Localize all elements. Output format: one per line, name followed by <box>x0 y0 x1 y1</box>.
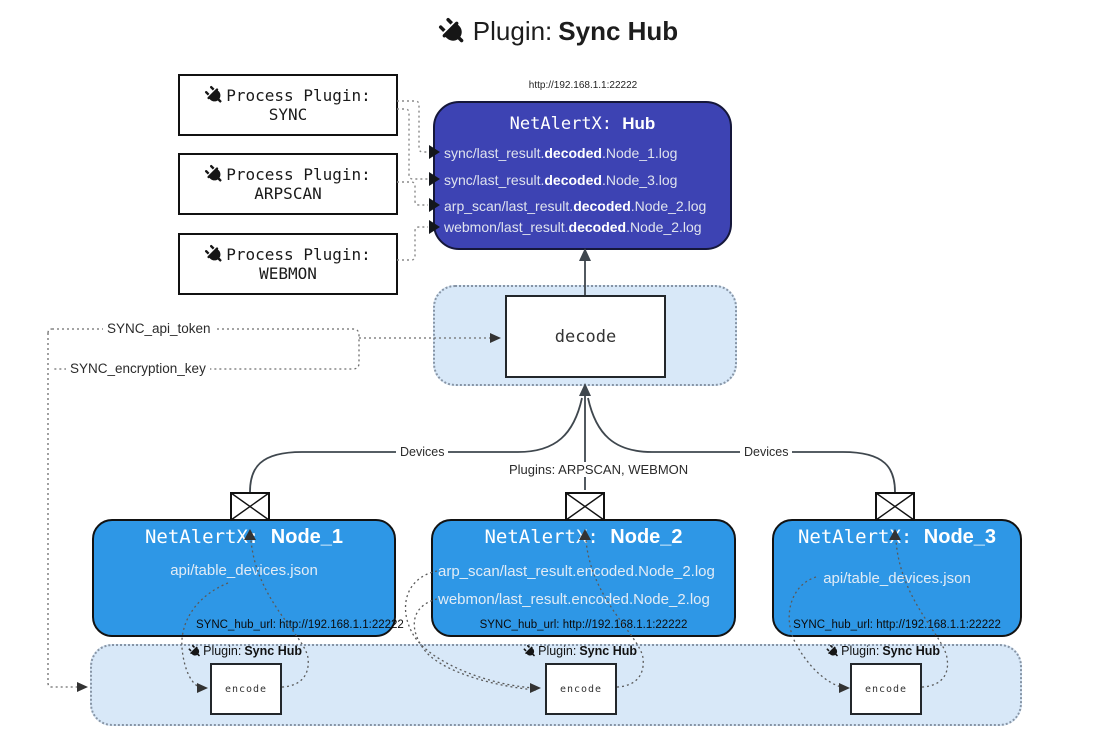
encode-plugin-label: Plugin: Sync Hub <box>525 644 637 658</box>
encode-box-1: encode <box>210 663 282 715</box>
encode-box-3: encode <box>850 663 922 715</box>
node-2-footer: SYNC_hub_url: http://192.168.1.1:22222 <box>479 619 688 631</box>
page-title-label: Plugin: <box>472 16 553 46</box>
envelope-icon <box>230 492 270 521</box>
node-1-footer: SYNC_hub_url: http://192.168.1.1:22222 <box>196 619 404 631</box>
process-plugin-webmon: Process Plugin: WEBMON <box>178 233 398 295</box>
hub-box <box>433 101 732 250</box>
process-plugin-name: WEBMON <box>259 264 317 283</box>
plug-icon <box>433 12 473 52</box>
process-plugin-label: Process Plugin: <box>226 165 371 184</box>
node-3-footer: SYNC_hub_url: http://192.168.1.1:22222 <box>793 619 1001 631</box>
node-2-title: NetAlertX: Node_2 <box>484 526 683 548</box>
encode-plugin-label: Plugin: Sync Hub <box>828 644 940 658</box>
hub-log-line: sync/last_result.decoded.Node_1.log <box>444 145 678 161</box>
plugins-edge-label: Plugins: ARPSCAN, WEBMON <box>505 462 693 477</box>
plug-icon <box>825 643 841 659</box>
process-plugin-name: ARPSCAN <box>254 184 322 203</box>
hub-title: NetAlertX: Hub <box>433 114 732 134</box>
node-2-line: webmon/last_result.encoded.Node_2.log <box>438 591 710 608</box>
hub-log-line: sync/last_result.decoded.Node_3.log <box>444 172 678 188</box>
decode-box: decode <box>505 295 666 378</box>
hub-log-line: arp_scan/last_result.decoded.Node_2.log <box>444 198 707 214</box>
node-3-line: api/table_devices.json <box>823 570 971 587</box>
devices-edge-label-left: Devices <box>396 445 449 459</box>
node-2-line: arp_scan/last_result.encoded.Node_2.log <box>438 563 715 580</box>
envelope-icon <box>565 492 605 521</box>
plug-icon <box>187 643 203 659</box>
plug-icon <box>522 643 538 659</box>
plug-icon <box>201 82 228 109</box>
encode-label: encode <box>864 683 908 695</box>
envelope-icon <box>875 492 915 521</box>
devices-edge-label-right: Devices <box>740 445 793 459</box>
sync-api-token-label: SYNC_api_token <box>103 321 215 336</box>
hub-title-bold: Hub <box>622 114 656 133</box>
sync-encryption-key-label: SYNC_encryption_key <box>66 361 210 376</box>
node-1-line: api/table_devices.json <box>170 562 318 579</box>
process-plugin-label: Process Plugin: <box>226 245 371 264</box>
plug-icon <box>201 241 228 268</box>
hub-url-label: http://192.168.1.1:22222 <box>528 80 638 91</box>
encode-plugin-label: Plugin: Sync Hub <box>190 644 302 658</box>
page-title: Plugin: Sync Hub <box>0 16 1117 47</box>
process-plugin-name: SYNC <box>268 105 308 124</box>
process-plugin-sync: Process Plugin: SYNC <box>178 74 398 136</box>
encode-box-2: encode <box>545 663 617 715</box>
decode-label: decode <box>554 326 617 347</box>
hub-title-mono: NetAlertX: <box>509 114 623 134</box>
plug-icon <box>201 161 228 188</box>
node-3-title: NetAlertX: Node_3 <box>797 526 997 548</box>
encode-label: encode <box>559 683 603 695</box>
page-title-bold: Sync Hub <box>558 16 679 46</box>
encode-label: encode <box>224 683 268 695</box>
process-plugin-label: Process Plugin: <box>226 86 371 105</box>
process-plugin-arpscan: Process Plugin: ARPSCAN <box>178 153 398 215</box>
hub-log-line: webmon/last_result.decoded.Node_2.log <box>444 219 702 235</box>
node-1-title: NetAlertX: Node_1 <box>144 526 344 548</box>
